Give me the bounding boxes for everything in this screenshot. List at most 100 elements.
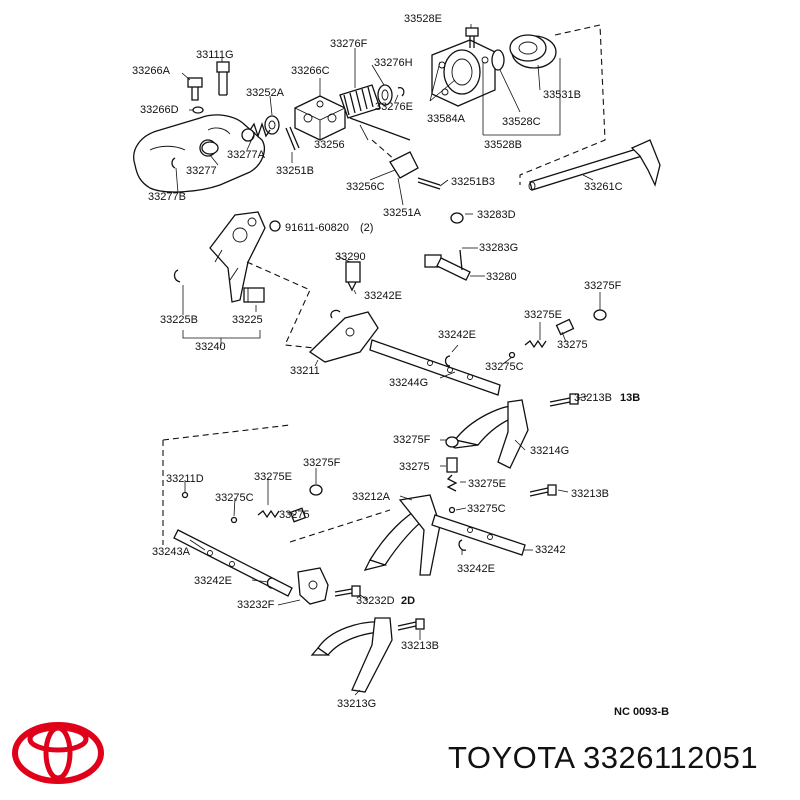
ball-33275C-c (230, 516, 238, 524)
clip-33225B (173, 269, 181, 283)
clip-33242E-c (458, 539, 467, 551)
label-33243A: 33243A (152, 546, 191, 558)
label-33275C-c: 33275C (467, 503, 506, 515)
label-33275F-b: 33275F (393, 434, 431, 446)
boot-33276F (339, 84, 381, 119)
clip-33277B (171, 157, 176, 169)
label-33242E-a: 33242E (364, 290, 402, 302)
label-33242E-b: 33242E (438, 329, 476, 341)
label-qty-13B: 13B (620, 392, 640, 404)
label-33251B: 33251B (276, 165, 314, 177)
bushing-33276H (377, 84, 393, 106)
spring-33275E-c (257, 509, 280, 519)
brand-caption: TOYOTA 3326112051 (448, 740, 788, 776)
label-33212A: 33212A (352, 491, 391, 503)
shift-head-33211 (308, 311, 379, 363)
part-labels: 33528E 33111G 33276F 33266A 33266C 33276… (132, 13, 640, 710)
label-33225: 33225 (232, 314, 263, 326)
shift-rod-33261C (528, 139, 661, 191)
label-33266C: 33266C (291, 65, 330, 77)
label-33276E: 33276E (375, 101, 413, 113)
bolt-33213B-b (529, 484, 557, 497)
bolt-33111G (216, 61, 230, 96)
toyota-logo (12, 722, 104, 784)
label-qty-2: (2) (360, 222, 373, 234)
label-33275C-b: 33275C (215, 492, 254, 504)
pin-33290 (345, 261, 361, 292)
label-33251A: 33251A (383, 207, 422, 219)
label-33111G: 33111G (196, 49, 234, 61)
label-33252A: 33252A (246, 87, 285, 99)
label-33211: 33211 (290, 365, 320, 377)
plug-33275F (593, 309, 607, 321)
label-33275C-a: 33275C (485, 361, 524, 373)
spring-33275E-b (446, 474, 458, 492)
label-33275E-b: 33275E (254, 471, 292, 483)
label-33275F-a: 33275F (584, 280, 622, 292)
label-33213G: 33213G (337, 698, 376, 710)
plug-33275 (555, 318, 575, 336)
spring-33252A (264, 115, 280, 135)
label-33276F: 33276F (330, 38, 368, 50)
bushing-33225 (243, 287, 265, 303)
label-33214G: 33214G (530, 445, 569, 457)
label-33266A: 33266A (132, 65, 171, 77)
label-33244G: 33244G (389, 377, 428, 389)
label-33275F-c: 33275F (303, 457, 341, 469)
label-33275E-c: 33275E (468, 478, 506, 490)
plug-33283D (450, 212, 464, 224)
spring-33275E (524, 339, 547, 349)
label-33251B3: 33251B3 (451, 176, 495, 188)
label-33290: 33290 (335, 251, 366, 263)
screw-33528E (465, 27, 479, 48)
spring-33277A (249, 121, 271, 139)
label-33225B: 33225B (160, 314, 198, 326)
pin-33256 (349, 117, 411, 141)
plug-33275-b (446, 457, 458, 473)
label-33232F: 33232F (237, 599, 275, 611)
ball-33275C (508, 351, 516, 359)
label-33275-c: 33275 (279, 509, 310, 521)
label-33528E: 33528E (404, 13, 442, 25)
label-33277A: 33277A (227, 149, 266, 161)
label-33242: 33242 (535, 544, 566, 556)
label-33242E-c: 33242E (457, 563, 495, 575)
plug-33275F-c (309, 484, 323, 496)
label-33256C: 33256C (346, 181, 385, 193)
brand-name: TOYOTA (448, 740, 574, 775)
bearing-retainer-33584A (431, 39, 496, 107)
label-33283D: 33283D (477, 209, 516, 221)
label-33266D: 33266D (140, 104, 179, 116)
pin-33280 (424, 254, 471, 281)
bolt-91611 (269, 220, 281, 232)
clip-33242E (330, 309, 341, 319)
label-33276H: 33276H (374, 57, 413, 69)
shift-head-33232F (297, 567, 329, 605)
clip-33242E-b (444, 355, 451, 367)
label-33584A: 33584A (427, 113, 466, 125)
label-33528C: 33528C (502, 116, 541, 128)
oil-seal-33528C (491, 49, 505, 71)
bearing-33531B (509, 34, 557, 69)
shift-fork-33214G (446, 399, 529, 469)
label-33256: 33256 (314, 139, 345, 151)
shift-rod-33244G (369, 339, 501, 396)
label-33277: 33277 (186, 165, 217, 177)
label-33232D: 33232D (356, 595, 395, 607)
label-33528B: 33528B (484, 139, 522, 151)
label-33275-b: 33275 (399, 461, 430, 473)
label-33213B-a: 33213B (574, 392, 612, 404)
label-33283G: 33283G (479, 242, 518, 254)
label-33531B: 33531B (543, 89, 581, 101)
exploded-parts-diagram: 33528E 33111G 33276F 33266A 33266C 33276… (132, 13, 669, 718)
label-33261C: 33261C (584, 181, 623, 193)
label-33275-a: 33275 (557, 339, 588, 351)
label-91611-60820: 91611-60820 (285, 222, 349, 234)
lever-seat-33266C (294, 95, 346, 141)
label-qty-2D: 2D (401, 595, 415, 607)
shift-rod-33243A (173, 529, 293, 597)
washer-33266D (192, 106, 204, 114)
bolt-33213B-c (397, 618, 425, 631)
bolt-33232D (334, 585, 361, 597)
